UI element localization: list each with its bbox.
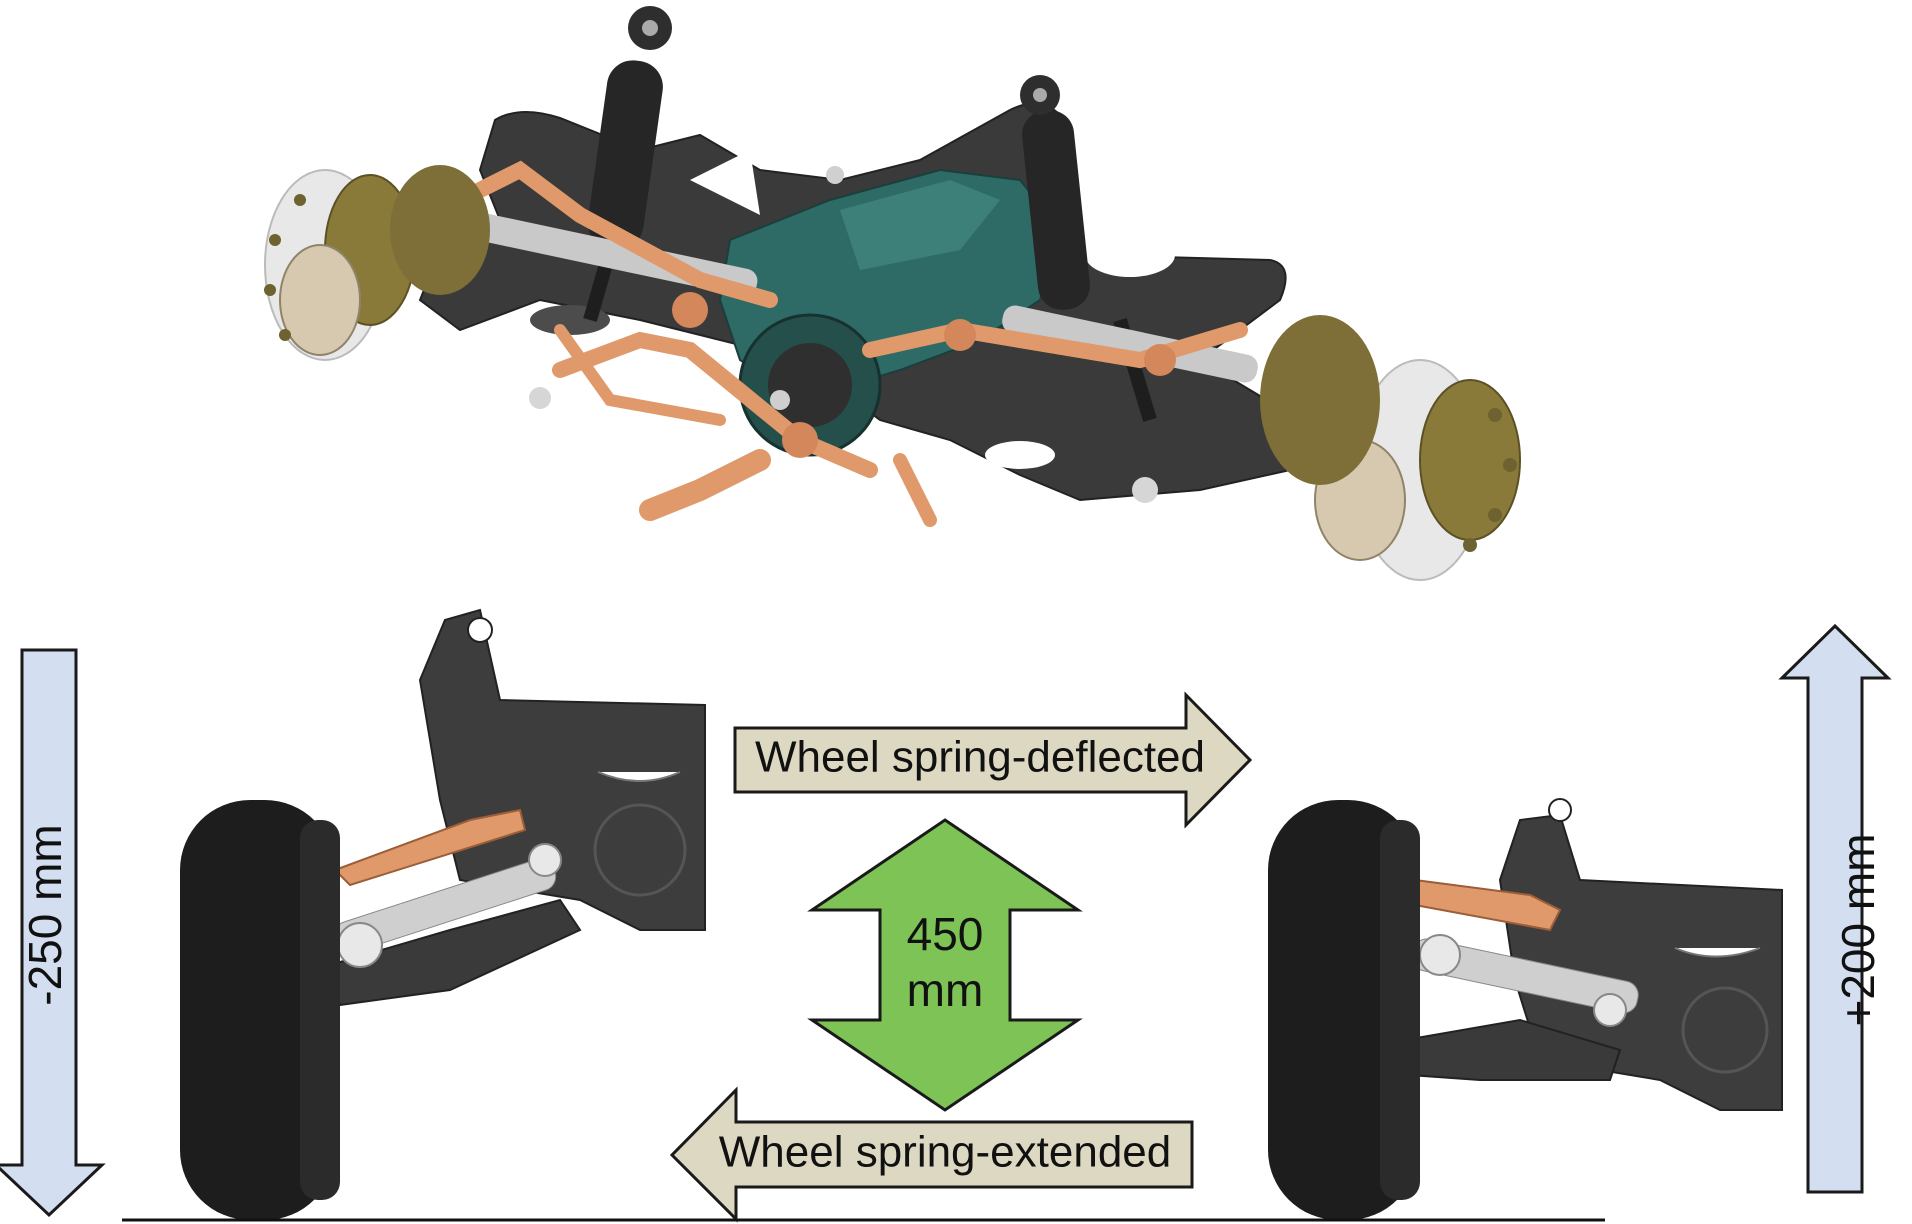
shock-absorber-left (583, 6, 672, 322)
suspension-spring-extended-illustration (180, 608, 706, 1220)
axle-assembly-illustration (264, 6, 1521, 581)
downward-travel-arrow: -250 mm (0, 648, 106, 1218)
right-hub-assembly (1260, 315, 1521, 581)
suspension-spring-deflected-illustration (1268, 798, 1783, 1220)
total-travel-unit: mm (907, 964, 984, 1016)
shock-absorber-right (1020, 75, 1157, 423)
left-hub-assembly (264, 165, 490, 361)
left-tire (180, 800, 335, 1220)
left-travel-label: -250 mm (19, 824, 71, 1005)
total-travel-arrow: 450 mm (807, 818, 1083, 1112)
spring-deflected-arrow: Wheel spring-deflected (733, 691, 1253, 829)
upward-travel-arrow: +200 mm (1778, 623, 1892, 1194)
spring-deflected-label: Wheel spring-deflected (755, 733, 1205, 782)
total-travel-value: 450 (907, 908, 984, 960)
spring-extended-arrow: Wheel spring-extended (669, 1086, 1194, 1223)
right-travel-label: +200 mm (1832, 833, 1884, 1026)
spring-extended-label: Wheel spring-extended (719, 1128, 1171, 1177)
